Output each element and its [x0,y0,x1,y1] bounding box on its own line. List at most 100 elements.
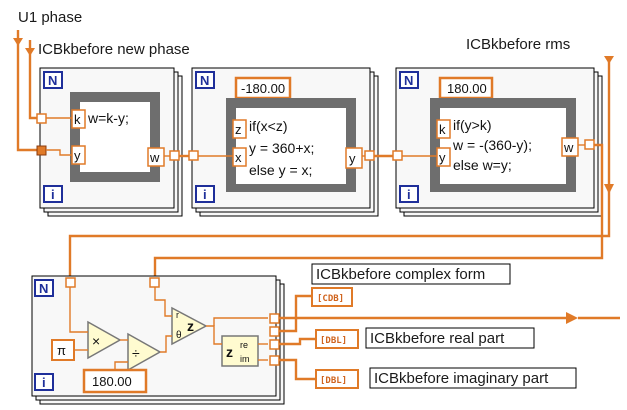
formula-3-y-label: y [439,150,446,165]
polar-r-label: r [176,310,179,320]
rms-arrow-2-icon [604,184,614,194]
bottom-constant-value: 180.00 [92,374,132,389]
formula-3-line-2: w = -(360-y); [452,137,532,153]
loop-2-iteration-terminal [195,185,215,203]
loop-4-tunnel-complex-2[interactable] [269,326,280,337]
loop-4-iteration-terminal [34,373,54,391]
loop-1-i-label: i [51,187,55,202]
complex-to-reim-node[interactable] [221,335,259,367]
cdb-tag: [CDB] [317,294,344,304]
phase-wire [153,143,604,280]
loop-4-tunnel-rms[interactable] [65,277,76,288]
polar-to-complex-node[interactable] [171,306,208,346]
new-phase-label: ICBkbefore new phase [38,41,190,58]
formula-3-input-y[interactable] [436,147,451,167]
wire-complex-out [279,316,570,333]
loop-3-tunnel-in[interactable] [392,150,403,161]
formula-1-body[interactable] [80,102,150,172]
multiply-node[interactable] [87,320,122,360]
formula-3-w-label: w [563,140,574,155]
loop-1-iteration-terminal [43,185,63,203]
wire-y [46,149,72,156]
wire-theta [160,335,172,353]
formula-2-line-3: else y = x; [249,162,312,178]
loop-2-constant-value: -180.00 [241,81,285,96]
imag-part-label: ICBkbefore imaginary part [374,370,549,387]
loop-2-i-label: i [203,187,207,202]
multiply-icon: × [92,333,100,349]
loop-4-i-label: i [42,375,46,390]
for-loop-1[interactable]: N i w=k-y; k y w [36,67,183,217]
rms-wire [68,60,611,278]
u1-phase-label: U1 phase [18,9,82,26]
loop-2-tunnel-out[interactable] [364,150,375,161]
rms-arrow-icon [604,56,614,64]
dbl-real-tag: [DBL] [320,336,347,346]
for-loop-2[interactable]: N i -180.00 if(x<z) y = 360+x; else y = … [188,67,379,217]
wire-rms-in [69,287,88,333]
loop-4-tunnel-complex[interactable] [269,313,280,324]
loop-4-tunnel-real[interactable] [269,339,280,350]
formula-2-y-label: y [349,151,356,166]
formula-1-output-w[interactable] [147,147,165,167]
u1-phase-wire [16,30,42,152]
real-part-label-box [365,327,535,349]
formula-1-k-label: k [74,112,81,127]
formula-3-line-3: else w=y; [453,157,512,173]
formula-2-output-y[interactable] [345,147,363,169]
reim-z-label: z [226,344,233,360]
wire-z-out [213,317,268,326]
u1-arrow-icon [13,38,23,46]
loop-2-tunnel-in[interactable] [188,150,199,161]
formula-1-line-1: w=k-y; [87,110,129,126]
divide-icon: ÷ [132,345,140,361]
complex-out-arrow-icon [566,312,578,324]
wire-z-reim [206,325,222,345]
formula-3-k-label: k [439,122,446,137]
for-loop-3[interactable]: N i 180.00 if(y>k) w = -(360-y); else w=… [392,67,603,217]
formula-3-input-k[interactable] [436,119,451,139]
formula-2-x-label: x [235,150,242,165]
formula-2-z-label: z [235,122,242,137]
complex-form-label-box [311,263,511,285]
wire-phase-r [154,287,172,317]
loop-1-count-terminal[interactable] [43,71,63,89]
loop-3-iteration-terminal [399,185,419,203]
formula-2-input-z[interactable] [232,119,247,139]
wire-180 [114,361,128,370]
reim-re-label: re [240,340,248,350]
loop-2-count-terminal[interactable] [195,71,215,89]
loop-4-count-terminal[interactable] [34,279,54,297]
loop-1-n-label: N [48,73,57,88]
formula-3-line-1: if(y>k) [453,117,492,133]
loop-1-tunnel-out[interactable] [169,150,180,161]
wire-complex-indicator [279,294,312,320]
for-loop-4[interactable]: N i π × ÷ 180.00 r θ z z re im [31,275,285,405]
loop-3-n-label: N [404,73,413,88]
formula-1-input-k[interactable] [71,109,86,129]
polar-z-label: z [187,318,194,334]
pi-symbol-icon: π [57,343,66,358]
formula-2-body[interactable] [236,108,346,184]
loop-3-tunnel-out[interactable] [584,139,595,150]
loop-4-n-label: N [39,281,48,296]
loop-1-tunnel-y[interactable] [36,145,47,156]
formula-2-input-x[interactable] [232,147,247,167]
formula-2-line-2: y = 360+x; [249,140,314,156]
formula-1-w-label: w [149,150,160,165]
imag-part-label-box [369,367,577,389]
wire-real [279,337,316,346]
loop-1-tunnel-k[interactable] [36,113,47,124]
formula-3-output-w[interactable] [561,137,579,157]
divide-node[interactable] [127,332,162,372]
loop-2-n-label: N [200,73,209,88]
loop-3-count-terminal[interactable] [399,71,419,89]
formula-1-y-label: y [74,148,81,163]
formula-2-line-1: if(x<z) [249,118,288,134]
loop-4-tunnel-imag[interactable] [269,355,280,366]
formula-3-body[interactable] [440,108,566,184]
complex-form-label: ICBkbefore complex form [316,266,485,283]
loop-4-tunnel-phase[interactable] [149,277,160,288]
rms-label: ICBkbefore rms [466,36,570,53]
